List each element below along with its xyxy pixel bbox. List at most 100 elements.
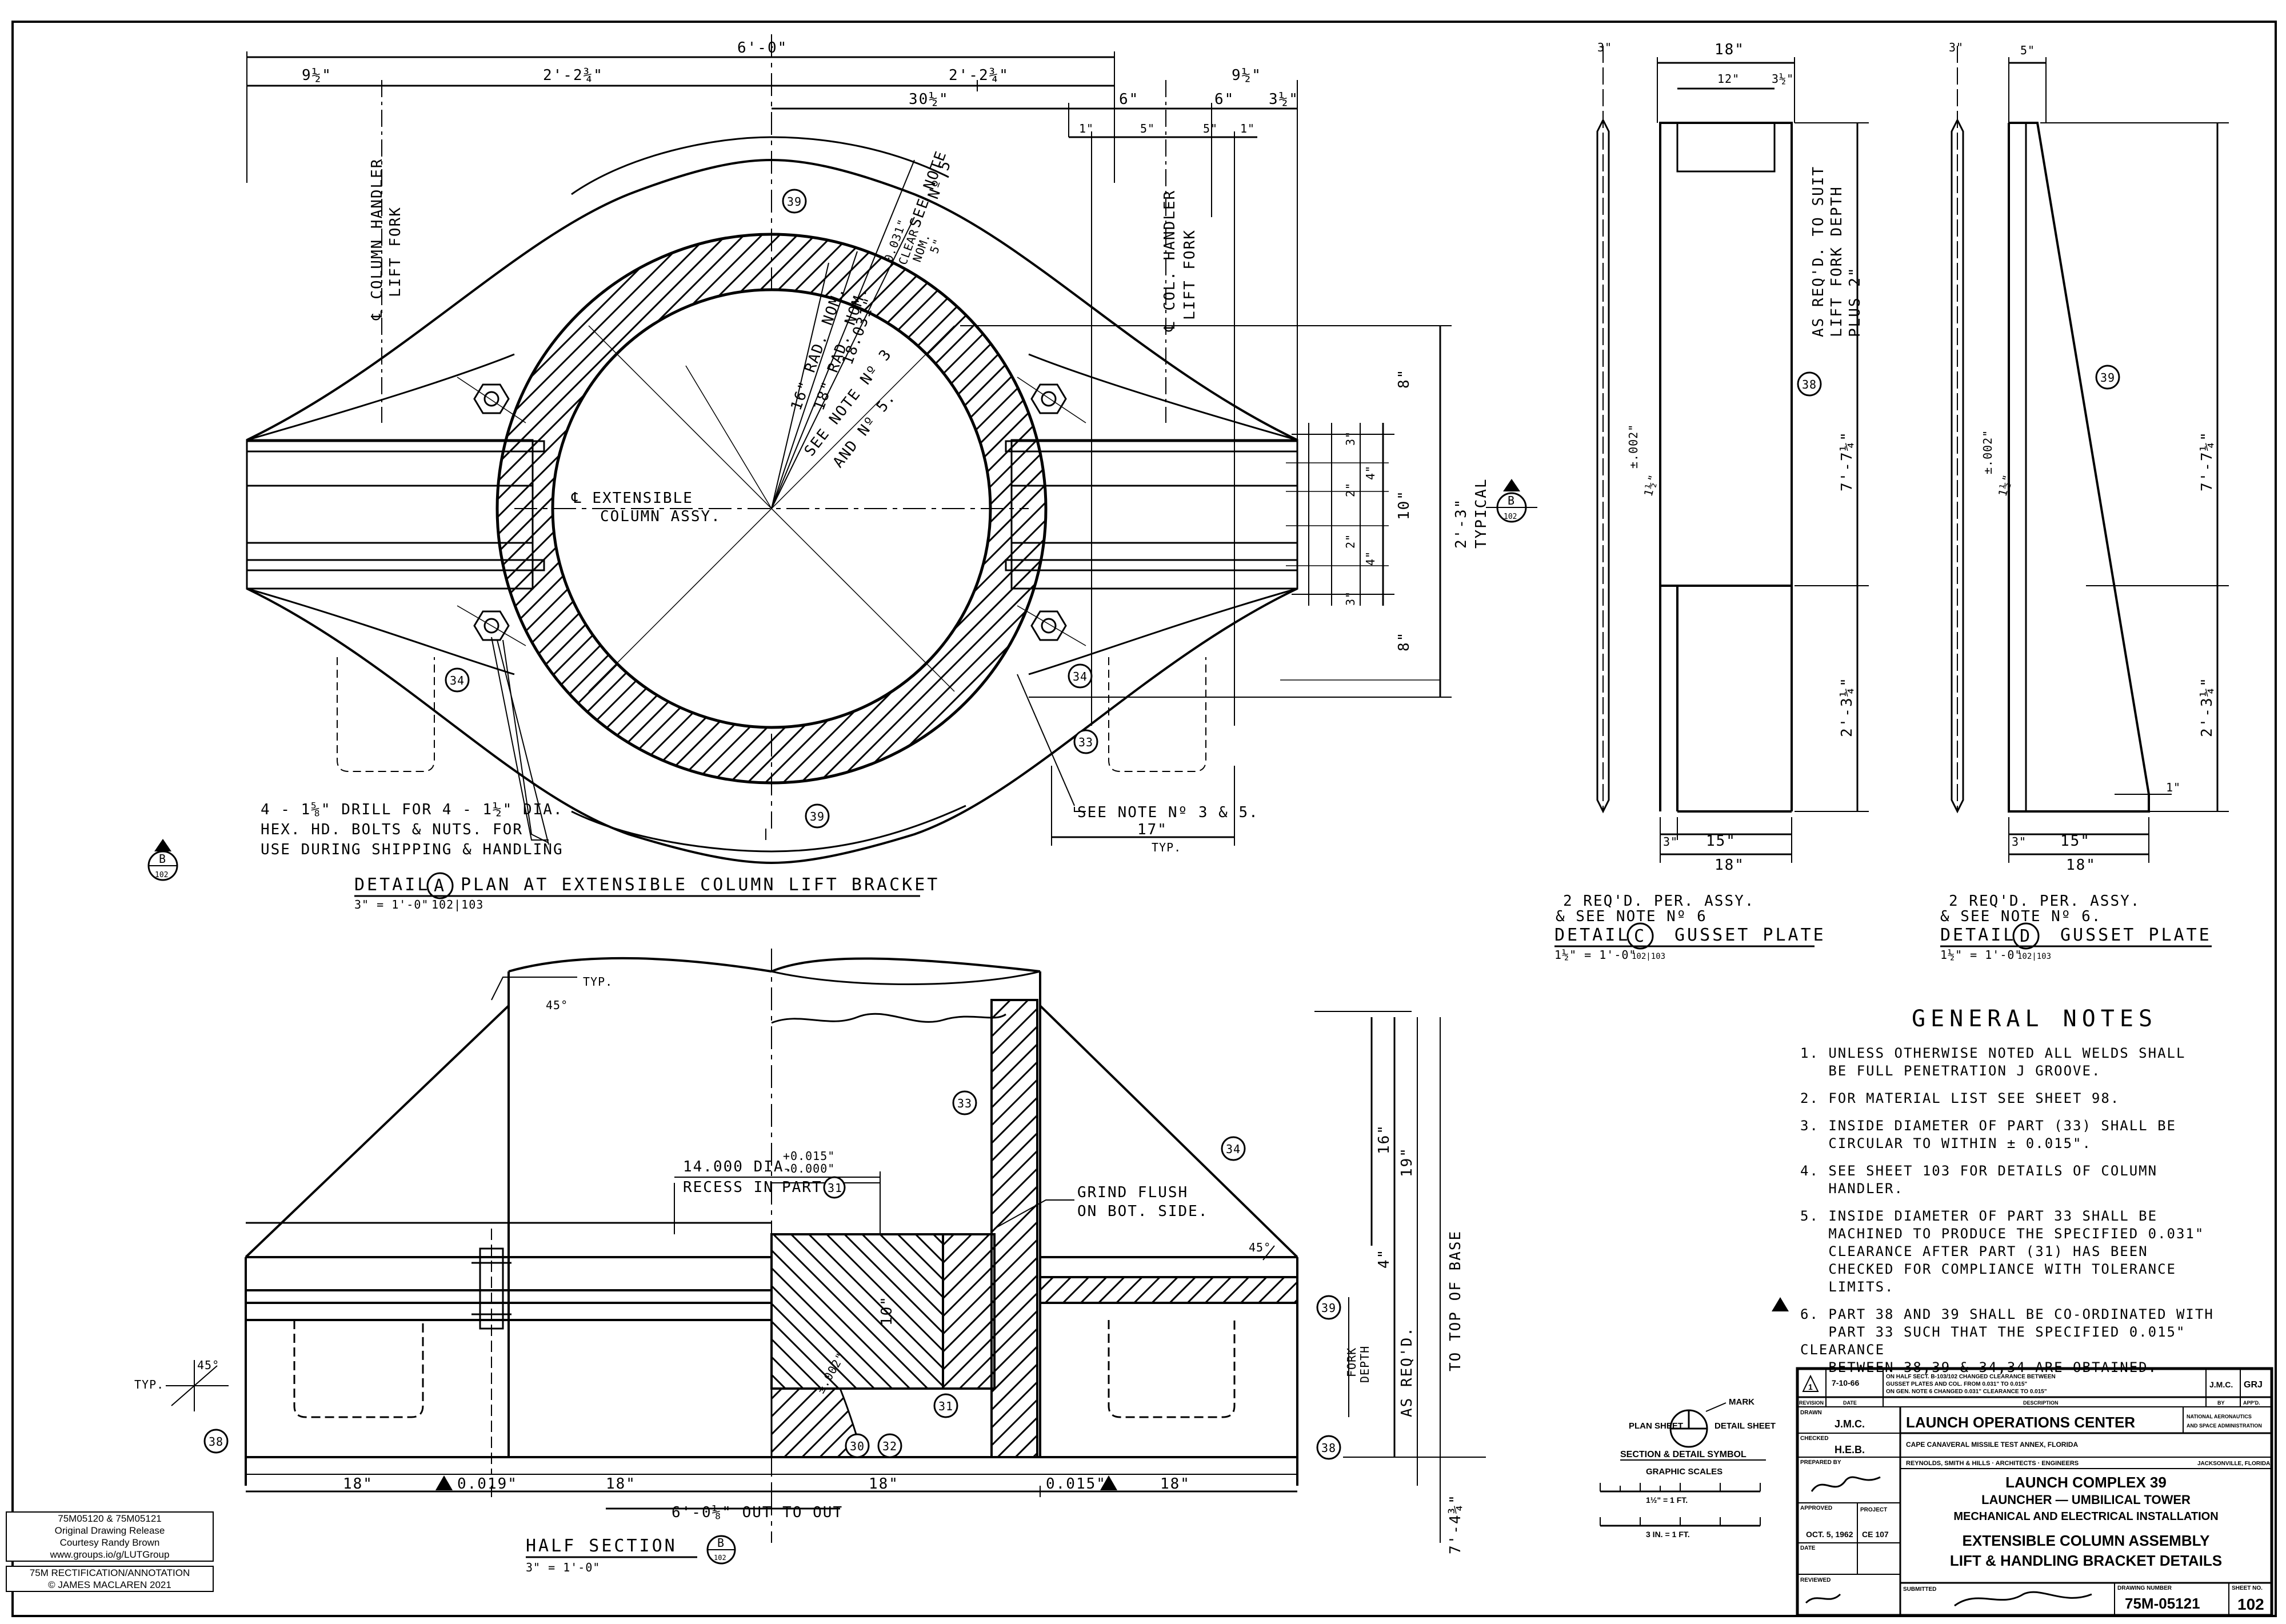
label-grind-flush-1: GRIND FLUSH	[1077, 1184, 1188, 1201]
dim-c-18-top: 18"	[1714, 41, 1745, 58]
label-recess-1: 14.000 DIA.	[683, 1158, 794, 1175]
svg-text:SHEET NO.: SHEET NO.	[2232, 1585, 2263, 1591]
dim-d-3: 3"	[1949, 41, 1964, 54]
section-b-annotations: TYP. 45° 14.000 DIA. RECESS IN PART 31 +…	[134, 975, 1464, 1574]
svg-text:B: B	[717, 1536, 725, 1550]
dim-d-2: 2'-3¼"	[2199, 677, 2216, 737]
dim-c-2: 2'-3¼"	[1839, 677, 1856, 737]
section-marker-b-left: B 102	[147, 839, 178, 881]
part-balloon-34-right: 34	[1068, 663, 1093, 689]
svg-text:AND SPACE ADMINISTRATION: AND SPACE ADMINISTRATION	[2187, 1423, 2262, 1429]
label-c-tol: ±.002"	[1626, 424, 1640, 469]
general-notes-heading: GENERAL NOTES	[1911, 1006, 2158, 1032]
svg-text:102: 102	[714, 1554, 726, 1562]
svg-text:GUSSET PLATE: GUSSET PLATE	[2060, 925, 2212, 945]
svg-text:1½" = 1'-0": 1½" = 1'-0"	[1940, 948, 2022, 962]
dim-8a: 8"	[1396, 369, 1413, 389]
dim-10-section: 10"	[878, 1295, 896, 1326]
dim-d-15: 15"	[2060, 833, 2091, 850]
part-balloon-32: 32	[877, 1433, 902, 1458]
general-note-5: 5. INSIDE DIAMETER OF PART 33 SHALL BE M…	[1800, 1208, 2205, 1295]
dim-18c: 18"	[869, 1475, 899, 1493]
svg-text:DRAWING NUMBER: DRAWING NUMBER	[2117, 1585, 2172, 1591]
dim-17: 17"	[1137, 821, 1168, 838]
dim-d-5: 5"	[2020, 43, 2035, 57]
dim-typ: TYP.	[1152, 841, 1181, 854]
part-balloon-39-section: 39	[1316, 1295, 1341, 1320]
svg-text:39: 39	[2100, 371, 2115, 385]
svg-text:GRAPHIC SCALES: GRAPHIC SCALES	[1646, 1467, 1723, 1477]
section-marker-b-right: B 102	[1486, 479, 1537, 523]
svg-text:34: 34	[450, 674, 465, 687]
svg-text:DETAIL: DETAIL	[1940, 925, 2016, 945]
dim-18d: 18"	[1160, 1475, 1190, 1493]
svg-text:D: D	[2020, 926, 2032, 946]
svg-text:EXTENSIBLE COLUMN ASSEMBLY: EXTENSIBLE COLUMN ASSEMBLY	[1963, 1532, 2210, 1549]
rev-date: 7-10-66	[1832, 1378, 1859, 1387]
part-balloon-31-recess	[823, 1176, 846, 1199]
dim-d-18: 18"	[2066, 857, 2096, 874]
dim-c-3q: 3½"	[1772, 72, 1794, 86]
dim-8b: 8"	[1396, 631, 1413, 651]
label-d-tol: ±.002"	[1981, 430, 1995, 474]
label-grind-flush-2: ON BOT. SIDE.	[1077, 1203, 1209, 1220]
label-recess-2: RECESS IN	[683, 1179, 774, 1196]
svg-text:39: 39	[810, 810, 825, 823]
rev-triangle-2	[1100, 1475, 1117, 1490]
svg-text:SECTION & DETAIL SYMBOL: SECTION & DETAIL SYMBOL	[1620, 1450, 1747, 1459]
dim-19-section: 19"	[1398, 1147, 1416, 1177]
svg-text:PREPARED BY: PREPARED BY	[1800, 1459, 1841, 1466]
rev-mark: 1	[1808, 1382, 1813, 1391]
dim-4a: 4"	[1364, 465, 1377, 480]
dim-d-7: 7'-7¼"	[2199, 431, 2216, 491]
part-balloon-39-d: 39	[2095, 365, 2120, 390]
part-balloon-38-c: 38	[1797, 371, 1822, 397]
label-ext-column-2: COLUMN ASSY.	[600, 508, 721, 525]
lutgroup-link[interactable]: www.groups.io/g/LUTGroup	[50, 1549, 170, 1560]
part-balloon-39-bottom: 39	[805, 803, 830, 829]
detail-d-annotations: 3" 5" ±.002" 1½" 7'-7¼" 2'-3¼" 1" 3" 15"…	[1940, 41, 2216, 962]
label-45-right: 45°	[1249, 1241, 1271, 1254]
signature-submitted	[1954, 1591, 2092, 1607]
rev-triangle-1	[435, 1475, 453, 1490]
dim-1a: 1"	[1079, 122, 1094, 135]
dim-6b: 6"	[1214, 91, 1234, 108]
label-drill-1: 4 - 1⅝" DRILL FOR 4 - 1½" DIA.	[261, 801, 563, 818]
general-note-1: 1. UNLESS OTHERWISE NOTED ALL WELDS SHAL…	[1800, 1045, 2186, 1079]
svg-text:MARK: MARK	[1729, 1397, 1755, 1407]
dim-2b: 2"	[1344, 534, 1357, 549]
label-c-req-2: & SEE NOTE Nº 6	[1556, 908, 1707, 925]
dim-left-half: 2'-2¾"	[543, 67, 604, 84]
dim-10: 10"	[1396, 490, 1413, 520]
label-c-note-2: LIFT FORK DEPTH	[1828, 186, 1845, 337]
svg-text:DATE: DATE	[1843, 1400, 1857, 1406]
label-see-note-3-5: SEE NOTE Nº 3 & 5.	[1077, 804, 1259, 821]
label-d-req-2: & SEE NOTE Nº 6.	[1940, 908, 2101, 925]
svg-text:ON HALF SECT. B-103/102 CHANGE: ON HALF SECT. B-103/102 CHANGED CLEARANC…	[1886, 1374, 2056, 1380]
label-drill-3: USE DURING SHIPPING & HANDLING	[261, 841, 563, 858]
sheet-border	[11, 21, 2277, 1617]
svg-text:CAPE CANAVERAL MISSILE TEST AN: CAPE CANAVERAL MISSILE TEST ANNEX, FLORI…	[1906, 1441, 2078, 1449]
detail-a-title: DETAIL A PLAN AT EXTENSIBLE COLUMN LIFT …	[354, 872, 937, 911]
svg-text:33: 33	[957, 1097, 972, 1110]
svg-text:B: B	[159, 852, 166, 866]
svg-text:34: 34	[1073, 670, 1088, 683]
dim-right-edge: 9½"	[1232, 67, 1262, 84]
svg-text:PLAN SHEET: PLAN SHEET	[1629, 1421, 1683, 1431]
svg-text:DESCRIPTION: DESCRIPTION	[2023, 1400, 2059, 1406]
label-lift-fork-left: LIFT FORK	[387, 206, 404, 297]
signature-prepared	[1811, 1476, 1881, 1492]
dim-clearance-0015: 0.015"	[1046, 1475, 1106, 1493]
label-fork: FORK	[1345, 1347, 1358, 1377]
svg-text:31: 31	[828, 1181, 842, 1195]
detail-c-title: DETAIL C GUSSET PLATE 1½" = 1'-0" 102|10…	[1554, 922, 1824, 962]
dim-6a: 6"	[1119, 91, 1139, 108]
label-ext-column-1: ℄ EXTENSIBLE	[571, 490, 693, 507]
dim-c-18-bot: 18"	[1714, 857, 1745, 874]
dim-18b: 18"	[606, 1475, 636, 1493]
svg-text:LAUNCH COMPLEX 39: LAUNCH COMPLEX 39	[2005, 1474, 2167, 1491]
svg-text:102: 102	[1504, 513, 1517, 521]
part-balloon-33: 33	[1073, 729, 1098, 754]
svg-text:ON GEN. NOTE 6 CHANGED 0.031": ON GEN. NOTE 6 CHANGED 0.031" CLEARANCE …	[1886, 1389, 2047, 1395]
